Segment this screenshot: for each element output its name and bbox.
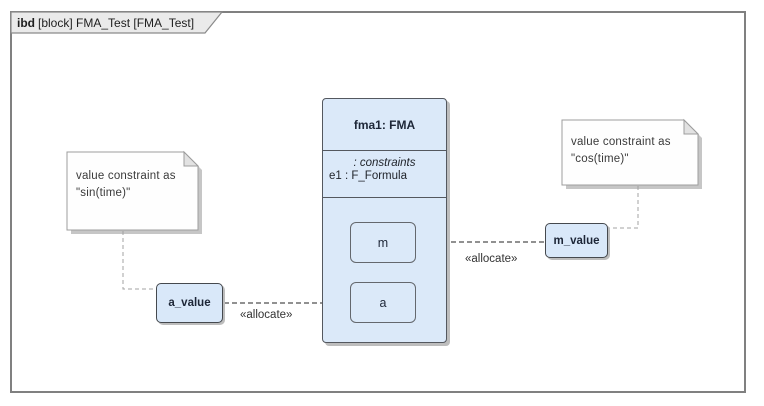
note-sin-fold-icon	[183, 150, 200, 167]
part-m-label: m	[377, 235, 389, 250]
note-cos-line-1: value constraint as	[571, 136, 671, 148]
note-sin-line-2: "sin(time)"	[76, 187, 131, 199]
diagram-frame-border	[10, 11, 746, 393]
part-m-value-label: m_value	[553, 234, 600, 247]
notelink-cos-to-m-value[interactable]	[609, 186, 639, 229]
notelink-sin-to-a-value[interactable]	[122, 231, 155, 290]
part-a[interactable]: a	[350, 282, 416, 323]
note-cos-line-2: "cos(time)"	[571, 153, 629, 165]
note-cos-shape[interactable]	[561, 119, 699, 186]
part-a-label: a	[379, 295, 387, 310]
allocate-label-m[interactable]: «allocate»	[465, 253, 518, 265]
frame-tab	[10, 11, 224, 34]
block-fma1-constraints-compartment: : constraints e1 : F_Formula	[323, 151, 446, 198]
part-a-value[interactable]: a_value	[156, 283, 223, 323]
frame-title-label: [block] FMA_Test [FMA_Test]	[38, 16, 195, 30]
constraints-stereotype-label: : constraints	[353, 157, 416, 169]
part-a-value-label: a_value	[168, 297, 211, 309]
part-m[interactable]: m	[350, 222, 416, 263]
block-fma1-name: fma1: FMA	[323, 99, 446, 151]
note-sin-text[interactable]: value constraint as "sin(time)"	[76, 168, 194, 202]
frame-keyword-label: ibd	[17, 16, 35, 30]
part-m-value[interactable]: m_value	[545, 223, 608, 258]
constraint-e1-label: e1 : F_Formula	[329, 170, 407, 182]
note-cos-fold-icon	[683, 118, 700, 135]
note-sin-line-1: value constraint as	[76, 170, 176, 182]
note-sin-shape[interactable]	[66, 151, 199, 231]
frame-tab-label: ibd[block] FMA_Test [FMA_Test]	[17, 15, 217, 31]
note-cos-text[interactable]: value constraint as "cos(time)"	[571, 134, 693, 168]
allocate-label-a[interactable]: «allocate»	[240, 309, 293, 321]
